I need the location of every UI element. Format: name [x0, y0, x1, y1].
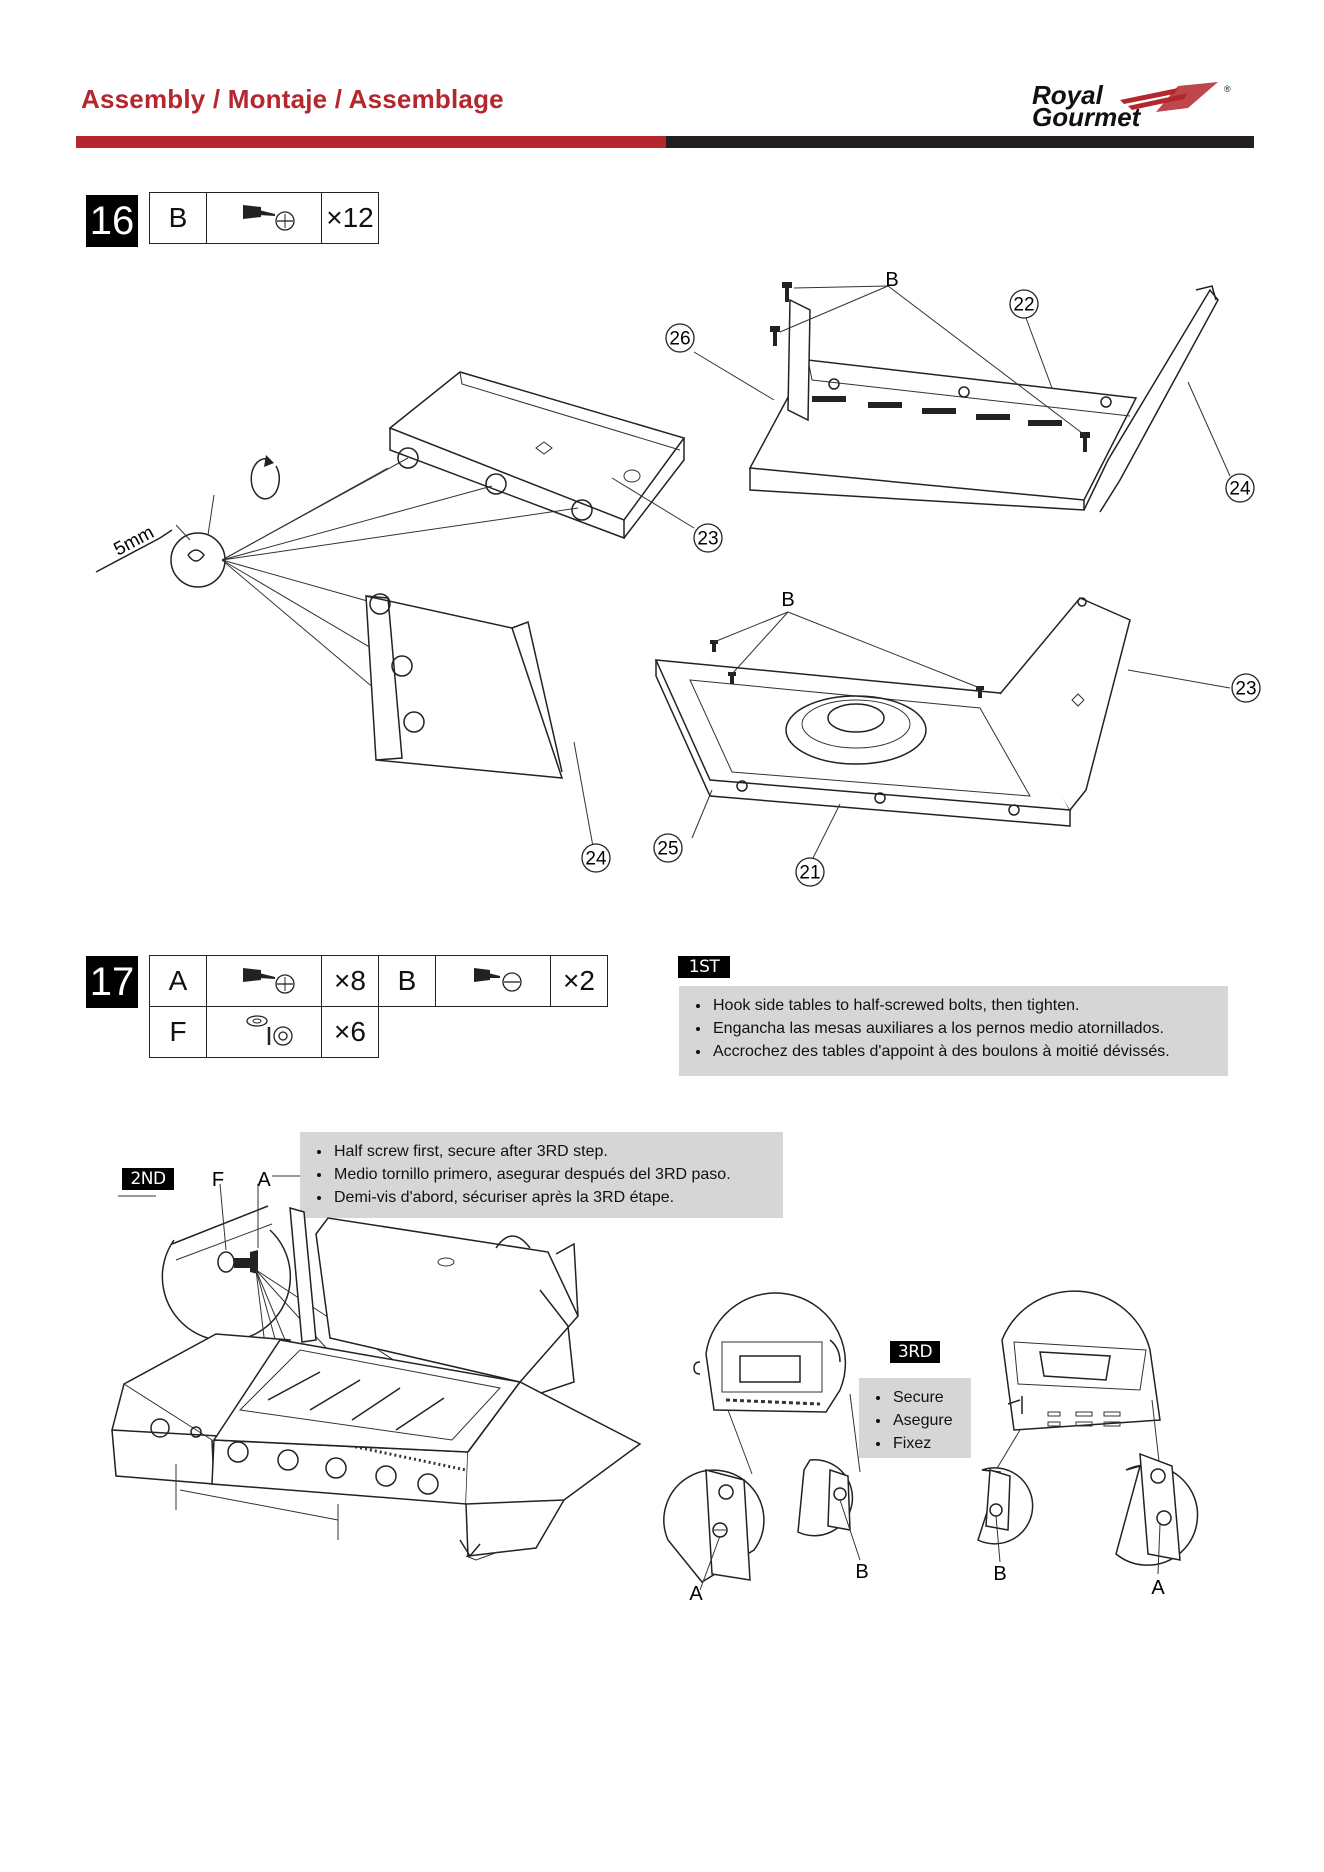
note-line: Half screw first, secure after 3RD step.	[332, 1140, 783, 1163]
step-1st-tag: 1ST	[678, 956, 730, 978]
part-letter: B	[378, 955, 436, 1007]
label-b-left: B	[855, 1561, 868, 1583]
svg-text:25: 25	[657, 839, 678, 860]
callout-26: 26	[665, 323, 695, 353]
part-letter: A	[149, 955, 207, 1007]
screw-bolt-icon	[206, 192, 322, 244]
callout-23-middle: 23	[693, 523, 723, 553]
shelf-assembly-lower-right	[573, 597, 1231, 861]
step-17-number: 17	[86, 956, 138, 1008]
label-a-left: A	[689, 1583, 703, 1605]
screw-bolt-icon	[206, 955, 322, 1007]
note-line: Engancha las mesas auxiliares a los pern…	[711, 1017, 1228, 1040]
shelf-assembly-upper-right	[611, 282, 1231, 529]
svg-text:26: 26	[669, 329, 690, 350]
bolt-washer-detail-magnifier: F A	[118, 1169, 300, 1342]
side-shelf-part-24	[365, 593, 564, 779]
side-shelf-part-23	[388, 371, 686, 540]
svg-text:23: 23	[1235, 679, 1256, 700]
note-line: Asegure	[891, 1409, 971, 1432]
note-line: Secure	[891, 1386, 971, 1409]
flame-stripes-icon	[1120, 82, 1218, 112]
label-b-right: B	[993, 1563, 1006, 1585]
note-line: Hook side tables to half-screwed bolts, …	[711, 994, 1228, 1017]
screw-bolt-icon	[435, 955, 551, 1007]
note-line: Demi-vis d'abord, sécuriser après la 3RD…	[332, 1186, 783, 1209]
part-quantity: ×6	[321, 1006, 379, 1058]
step-2nd-notes: Half screw first, secure after 3RD step.…	[300, 1132, 783, 1218]
header-bar-black	[666, 136, 1254, 148]
step-3rd-notes: Secure Asegure Fixez	[859, 1378, 971, 1458]
part-letter: F	[149, 1006, 207, 1058]
brand-logo: Royal Gourmet ®	[1028, 80, 1258, 132]
step-17-parts-table: A ×8 B ×2 F	[149, 955, 608, 1058]
header-bar-red	[76, 136, 666, 148]
callout-23-right: 23	[1231, 673, 1261, 703]
step-2nd-tag: 2ND	[122, 1168, 174, 1190]
svg-text:21: 21	[799, 863, 820, 884]
page-title: Assembly / Montaje / Assemblage	[81, 84, 504, 114]
third-step-details: A B B A	[663, 1290, 1199, 1605]
svg-text:24: 24	[1229, 479, 1251, 500]
callout-24-lower: 24	[581, 843, 611, 873]
note-line: Accrochez des tables d'appoint à des bou…	[711, 1040, 1228, 1063]
step-16-parts-table: B ×12	[149, 192, 379, 244]
part-letter: B	[149, 192, 207, 244]
callout-25: 25	[653, 833, 683, 863]
brand-line2: Gourmet	[1032, 102, 1142, 128]
grill-illustration	[111, 1206, 642, 1561]
svg-text:22: 22	[1013, 295, 1034, 316]
note-line: Medio tornillo primero, asegurar después…	[332, 1163, 783, 1186]
svg-text:24: 24	[585, 849, 607, 870]
label-b-lower: B	[781, 589, 794, 611]
bolt-b-icon	[770, 282, 1090, 452]
washer-icon	[206, 1006, 322, 1058]
brand-line1: Royal	[1032, 82, 1104, 110]
note-line: Fixez	[891, 1432, 971, 1455]
label-a: A	[257, 1169, 271, 1191]
label-b-upper: B	[885, 269, 898, 291]
step-16-number: 16	[86, 195, 138, 247]
rotate-arrow-icon	[250, 455, 280, 500]
part-quantity: ×2	[550, 955, 608, 1007]
label-f: F	[212, 1169, 224, 1191]
step-1st-notes: Hook side tables to half-screwed bolts, …	[679, 986, 1228, 1076]
registered-mark: ®	[1224, 84, 1231, 94]
bolt-b-icon	[710, 640, 984, 698]
part-quantity: ×12	[321, 192, 379, 244]
callout-21: 21	[795, 857, 825, 887]
step-3rd-tag: 3RD	[890, 1341, 940, 1363]
callout-24-upper: 24	[1225, 473, 1255, 503]
label-a-right: A	[1151, 1577, 1165, 1599]
step-16-drawing: 5mm	[95, 269, 1261, 887]
svg-text:23: 23	[697, 529, 718, 550]
callout-22: 22	[1009, 289, 1039, 319]
